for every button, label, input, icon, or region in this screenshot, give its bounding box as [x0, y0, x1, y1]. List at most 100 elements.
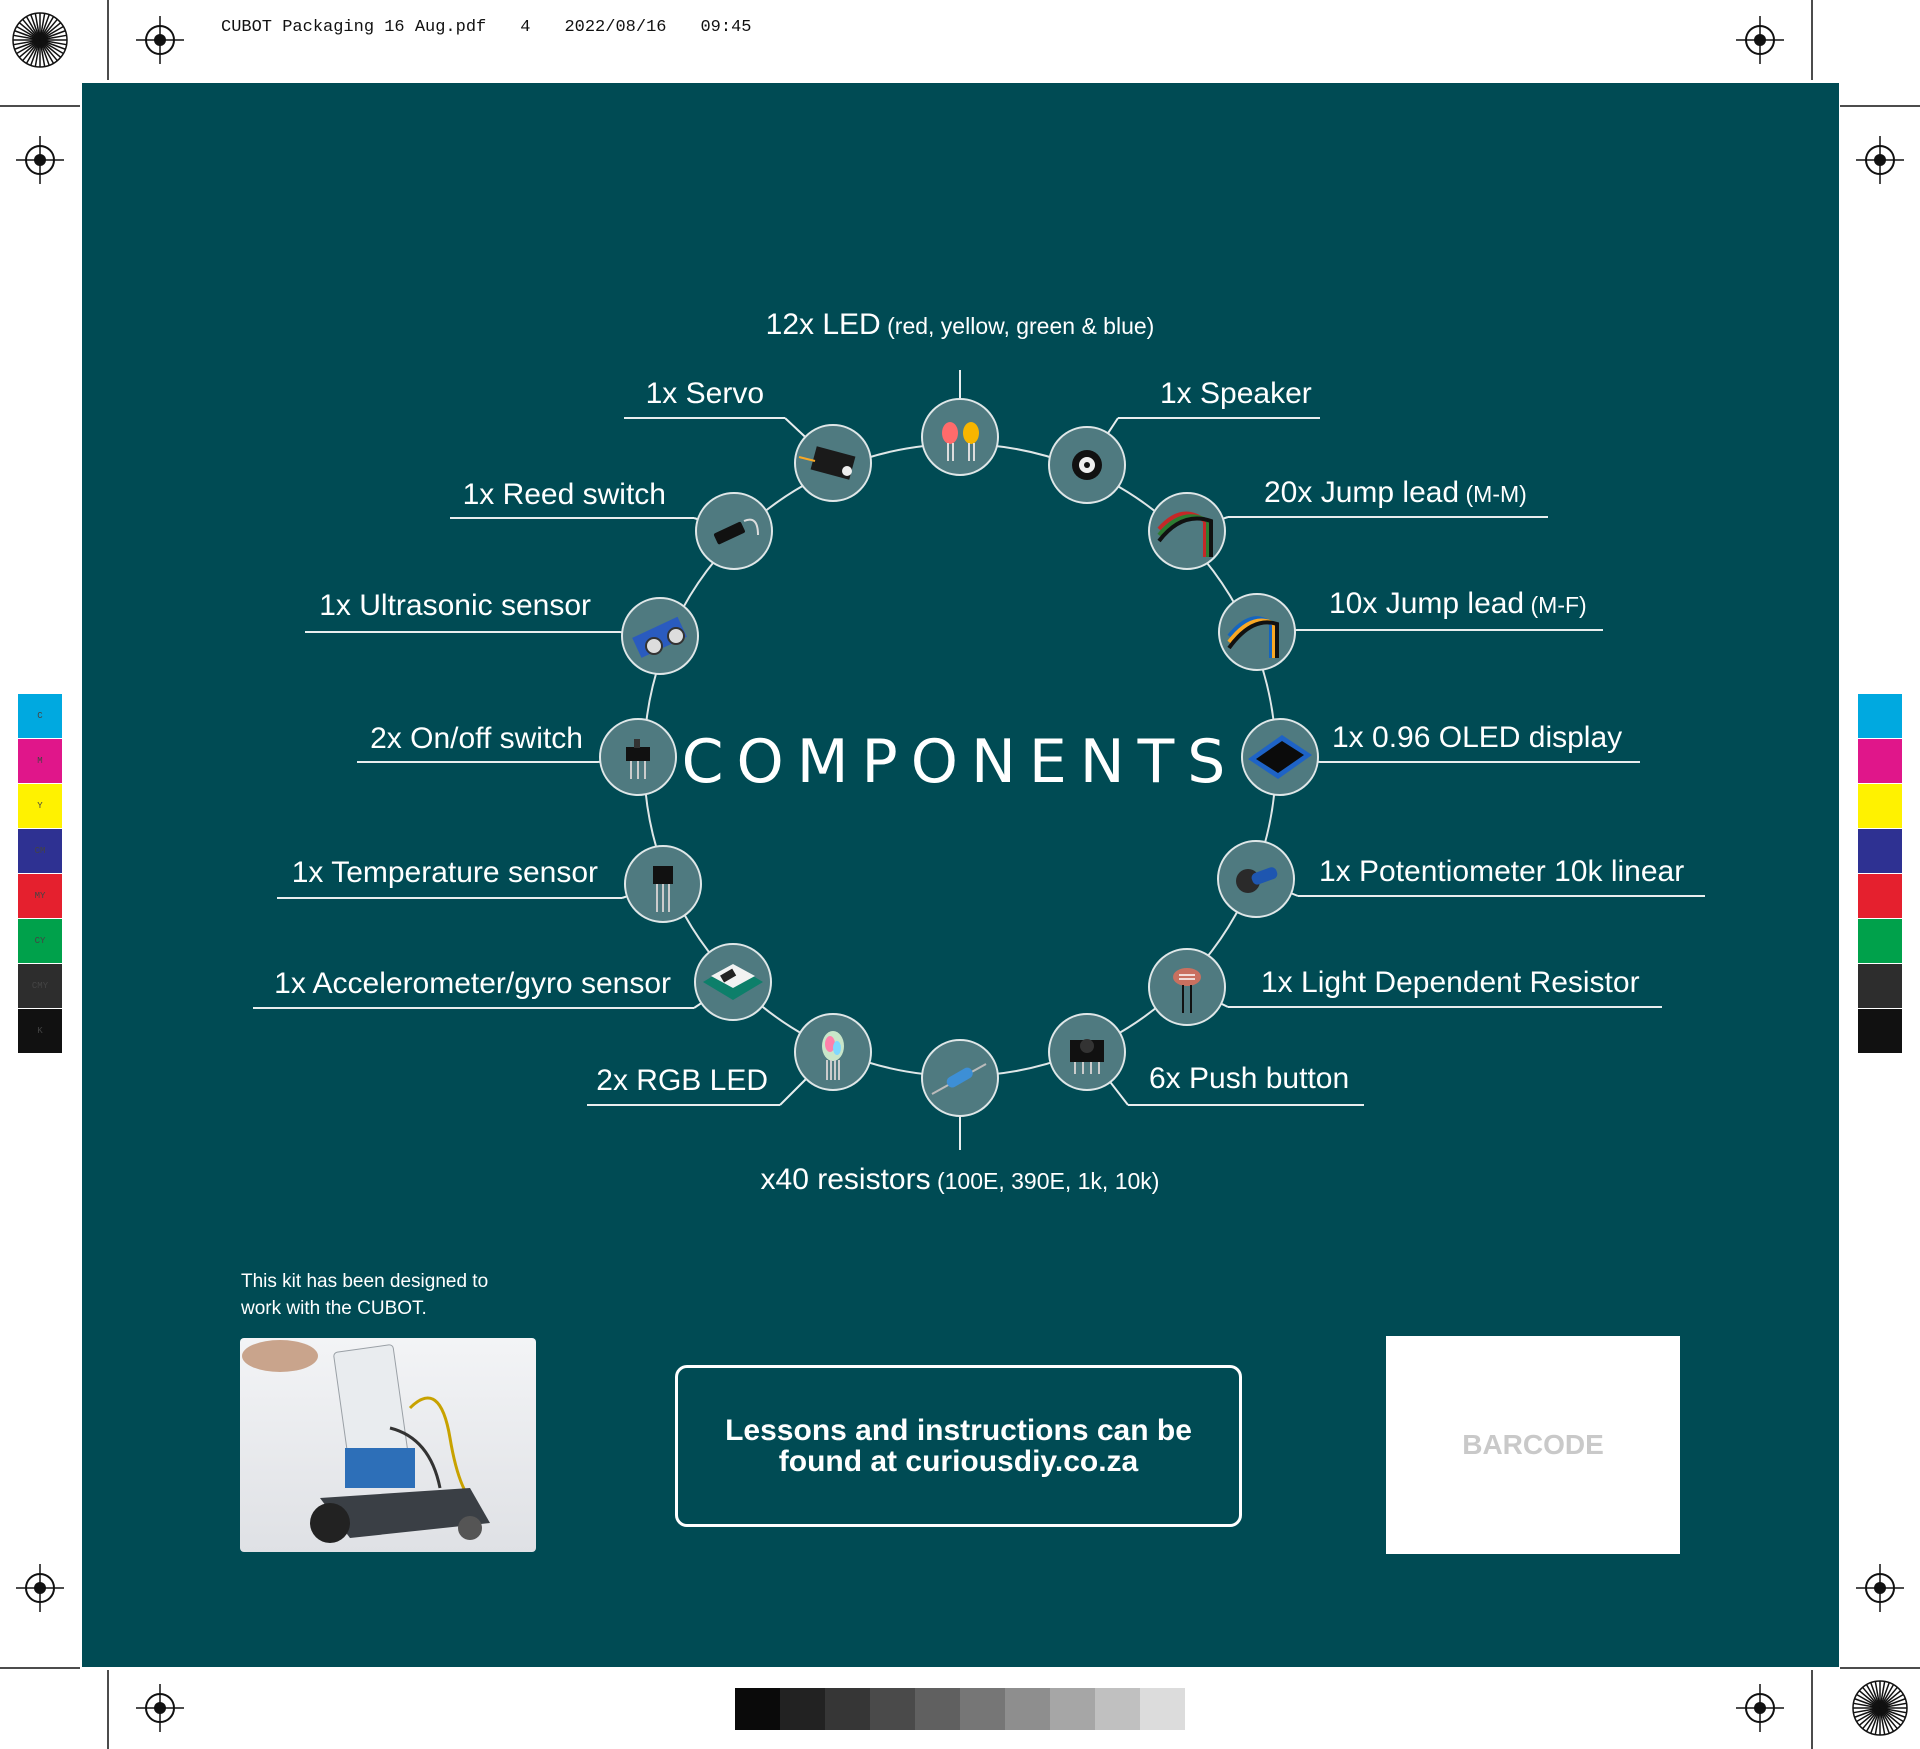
- connector-push: [1109, 1081, 1129, 1106]
- label-sub: (100E, 390E, 1k, 10k): [930, 1168, 1160, 1194]
- label-temp: 1x Temperature sensor: [292, 856, 598, 890]
- barcode-placeholder: BARCODE: [1386, 1336, 1680, 1554]
- connector-accel: [693, 1002, 702, 1009]
- label-pot: 1x Potentiometer 10k linear: [1319, 855, 1684, 889]
- connector-ldr: [1220, 1002, 1229, 1008]
- color-swatch: [1858, 694, 1902, 738]
- rgb-led-icon: [794, 1013, 872, 1091]
- header-time: 09:45: [700, 18, 752, 37]
- label-sub: (M-M): [1459, 481, 1527, 507]
- label-main: 1x Ultrasonic sensor: [319, 589, 591, 622]
- label-main: x40 resistors: [760, 1163, 931, 1196]
- label-rgb: 2x RGB LED: [596, 1064, 768, 1098]
- gray-swatch: [780, 1688, 825, 1730]
- resistor-icon: [921, 1039, 999, 1117]
- component-icons: [599, 398, 1319, 1117]
- label-main: 6x Push button: [1149, 1062, 1350, 1095]
- ldr-icon: [1148, 948, 1226, 1026]
- potentiometer-icon: [1217, 840, 1295, 918]
- lessons-line-2: found at curiousdiy.co.za: [778, 1445, 1139, 1478]
- color-swatch: [1858, 874, 1902, 918]
- label-main: 1x 0.96 OLED display: [1332, 721, 1623, 754]
- switch-icon: [599, 718, 677, 796]
- servo-icon: [794, 424, 872, 502]
- connector-rgb: [779, 1078, 807, 1106]
- gray-swatch: [1050, 1688, 1095, 1730]
- connector-lines: [253, 370, 1705, 1150]
- label-jump-mf: 10x Jump lead (M-F): [1329, 587, 1587, 621]
- label-main: 2x RGB LED: [596, 1064, 768, 1097]
- gray-swatch: [825, 1688, 870, 1730]
- color-swatch: K: [18, 1009, 62, 1053]
- kit-note-line-2: work with the CUBOT.: [241, 1298, 427, 1319]
- color-swatch: [1858, 919, 1902, 963]
- color-swatch: MY: [18, 874, 62, 918]
- label-ultra: 1x Ultrasonic sensor: [319, 589, 591, 623]
- label-accel: 1x Accelerometer/gyro sensor: [274, 967, 671, 1001]
- header-filename: CUBOT Packaging 16 Aug.pdf: [221, 18, 487, 37]
- label-main: 20x Jump lead: [1264, 476, 1460, 509]
- jump-lead-icon: [1148, 492, 1226, 570]
- led-icon: [921, 398, 999, 476]
- robot-illustration: [242, 1340, 490, 1543]
- connector-servo: [784, 417, 806, 438]
- label-main: 1x Potentiometer 10k linear: [1319, 855, 1685, 888]
- label-oled: 1x 0.96 OLED display: [1332, 721, 1622, 755]
- label-push: 6x Push button: [1149, 1062, 1349, 1096]
- color-swatch: M: [18, 739, 62, 783]
- gray-swatch: [1095, 1688, 1140, 1730]
- header-page: 4: [520, 18, 531, 37]
- color-swatch: CY: [18, 919, 62, 963]
- gray-swatch: [960, 1688, 1005, 1730]
- color-swatch: [1858, 1009, 1902, 1053]
- label-onoff: 2x On/off switch: [370, 722, 583, 756]
- page-title: COMPONENTS: [681, 727, 1239, 797]
- label-speaker: 1x Speaker: [1160, 377, 1312, 411]
- label-reed: 1x Reed switch: [463, 478, 666, 512]
- lessons-line-1: Lessons and instructions can be: [725, 1414, 1192, 1447]
- gray-swatch: [1005, 1688, 1050, 1730]
- accelerometer-icon: [694, 943, 772, 1021]
- temperature-sensor-icon: [624, 845, 702, 923]
- gray-swatch: [1140, 1688, 1185, 1730]
- jump-lead-icon: [1218, 593, 1296, 671]
- reed-switch-icon: [695, 492, 773, 570]
- kit-note-line-1: This kit has been designed to: [241, 1271, 489, 1292]
- connector-speaker: [1107, 417, 1119, 434]
- connector-pot: [1290, 892, 1299, 897]
- label-main: 1x Speaker: [1160, 377, 1312, 410]
- ultrasonic-sensor-icon: [621, 597, 699, 675]
- color-swatch: C: [18, 694, 62, 738]
- kit-note: This kit has been designed to work with …: [241, 1268, 541, 1322]
- label-main: 1x Temperature sensor: [291, 856, 598, 889]
- speaker-icon: [1048, 426, 1126, 504]
- cubot-photo: [240, 1338, 536, 1552]
- label-main: 10x Jump lead: [1329, 587, 1525, 620]
- color-swatch: [1858, 964, 1902, 1008]
- label-main: 1x Reed switch: [462, 478, 666, 511]
- label-main: 1x Light Dependent Resistor: [1261, 966, 1640, 999]
- label-servo: 1x Servo: [646, 377, 764, 411]
- label-main: 1x Servo: [645, 377, 764, 410]
- gray-swatch: [915, 1688, 960, 1730]
- barcode-label: BARCODE: [1462, 1429, 1604, 1460]
- label-resistors: x40 resistors (100E, 390E, 1k, 10k): [0, 1163, 1920, 1197]
- label-led: 12x LED (red, yellow, green & blue): [0, 308, 1920, 342]
- color-swatch: Y: [18, 784, 62, 828]
- label-ldr: 1x Light Dependent Resistor: [1261, 966, 1640, 1000]
- label-main: 12x LED: [765, 308, 881, 341]
- color-swatch: [1858, 784, 1902, 828]
- gray-swatch: [870, 1688, 915, 1730]
- push-button-icon: [1048, 1013, 1126, 1091]
- lessons-box: Lessons and instructions can be found at…: [675, 1365, 1242, 1527]
- color-swatch: [1858, 739, 1902, 783]
- color-swatch: CM: [18, 829, 62, 873]
- gray-swatch: [735, 1688, 780, 1730]
- label-main: 1x Accelerometer/gyro sensor: [274, 967, 671, 1000]
- color-swatch: [1858, 829, 1902, 873]
- header-date: 2022/08/16: [564, 18, 667, 37]
- color-swatch: CMY: [18, 964, 62, 1008]
- print-header: CUBOT Packaging 16 Aug.pdf 4 2022/08/16 09:…: [221, 18, 786, 37]
